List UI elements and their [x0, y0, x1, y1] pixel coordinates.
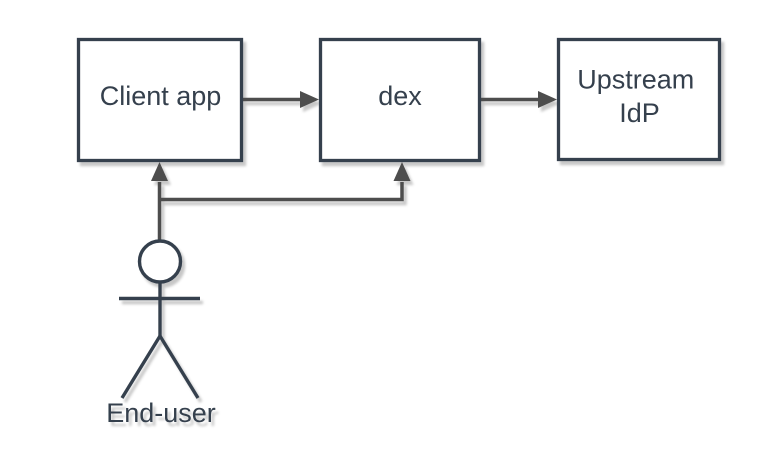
node-client-app: Client app	[76, 37, 244, 163]
node-upstream-idp: Upstream IdP	[556, 37, 722, 162]
arrow-client-app-to-dex	[243, 91, 319, 108]
node-dex-box	[318, 37, 482, 163]
end-user-label: End-user	[106, 398, 216, 428]
arrow-end-user-to-dex	[159, 162, 411, 202]
actor-head	[137, 239, 183, 284]
node-upstream-idp-label-line2: IdP	[619, 98, 660, 128]
node-upstream-idp-box	[556, 37, 722, 162]
node-upstream-idp-label-line1: Upstream	[577, 65, 694, 95]
arrowhead-icon	[151, 162, 168, 181]
arrowhead-icon	[393, 162, 411, 181]
node-dex-label: dex	[378, 81, 422, 111]
actor-right-leg	[158, 335, 200, 399]
arrowhead-icon	[538, 91, 557, 108]
node-upstream-idp-label: Upstream IdP	[577, 65, 702, 129]
arrow-end-user-to-dex-line	[159, 182, 404, 202]
arrow-end-user-to-client-app	[151, 162, 168, 240]
node-client-app-label: Client app	[100, 81, 222, 111]
actor-left-leg	[120, 335, 162, 399]
arrowhead-icon	[300, 91, 319, 108]
node-dex: dex	[318, 37, 482, 163]
end-user-actor: End-user	[106, 239, 216, 428]
arrow-dex-to-upstream-idp	[481, 91, 557, 108]
node-client-app-box	[76, 37, 244, 163]
